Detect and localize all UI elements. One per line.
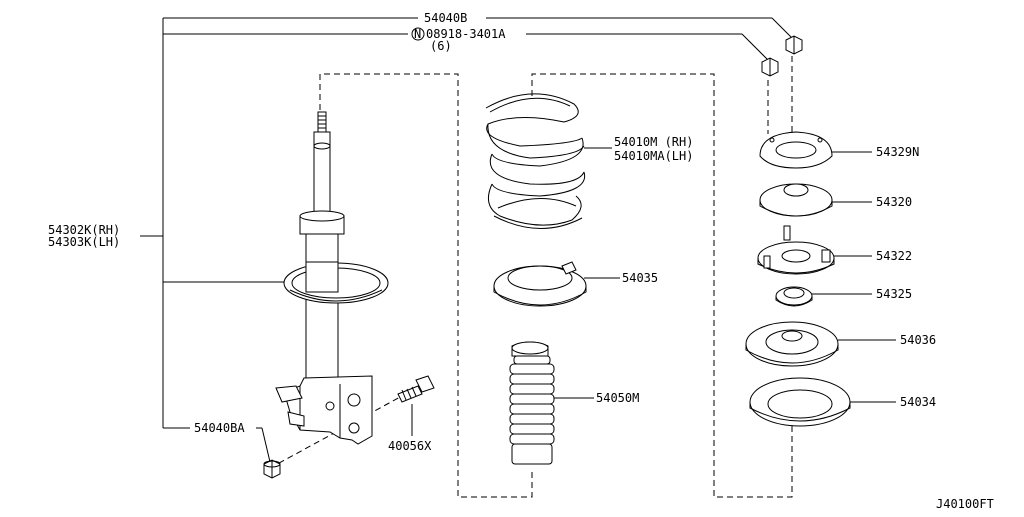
nut-marker-circle [411,27,425,41]
label-54040b: 54040B [424,11,467,25]
label-spring-rh: 54010M (RH) [614,135,693,149]
lower-seat-54034 [749,377,851,427]
strut-spring-seat [283,261,389,304]
mount-insulator-54320 [759,183,833,217]
mount-cap-54329n [759,131,833,169]
bolt-40056x [397,375,435,403]
top-nut-08918-3401a [761,57,779,77]
nut-54040ba [263,459,281,479]
label-08918-3401a: 08918-3401A [426,27,506,41]
label-54035: 54035 [622,271,658,285]
knuckle-bracket [275,375,373,445]
label-54040ba: 54040BA [194,421,245,435]
callout-labels: 54040B N 08918-3401A (6) 54302K(RH) 5430… [48,11,994,511]
label-54036: 54036 [900,333,936,347]
strut-body [305,233,339,385]
top-nut-54040b [785,35,803,55]
callout-leaders [256,147,896,463]
label-54320: 54320 [876,195,912,209]
bearing-54325 [775,286,813,307]
diagram-id: J40100FT [936,497,994,511]
label-54325: 54325 [876,287,912,301]
label-40056x: 40056X [388,439,432,453]
label-54050m: 54050M [596,391,639,405]
coil-spring [485,93,586,229]
label-strut-lh: 54303K(LH) [48,235,120,249]
label-54034: 54034 [900,395,936,409]
bound-bumper-54050m [509,341,555,465]
label-spring-lh: 54010MA(LH) [614,149,693,163]
strut-thread [317,111,327,133]
spring-seat-54035 [493,261,587,307]
upper-seat-54036 [745,321,839,367]
nut-marker-letter: N [414,27,421,41]
label-54322: 54322 [876,249,912,263]
strut-assembly [263,111,435,479]
label-strut-rh: 54302K(RH) [48,223,120,237]
label-nut-qty: (6) [430,39,452,53]
mount-bracket-54322 [757,225,835,275]
leader-frame [140,17,793,429]
label-54329n: 54329N [876,145,919,159]
